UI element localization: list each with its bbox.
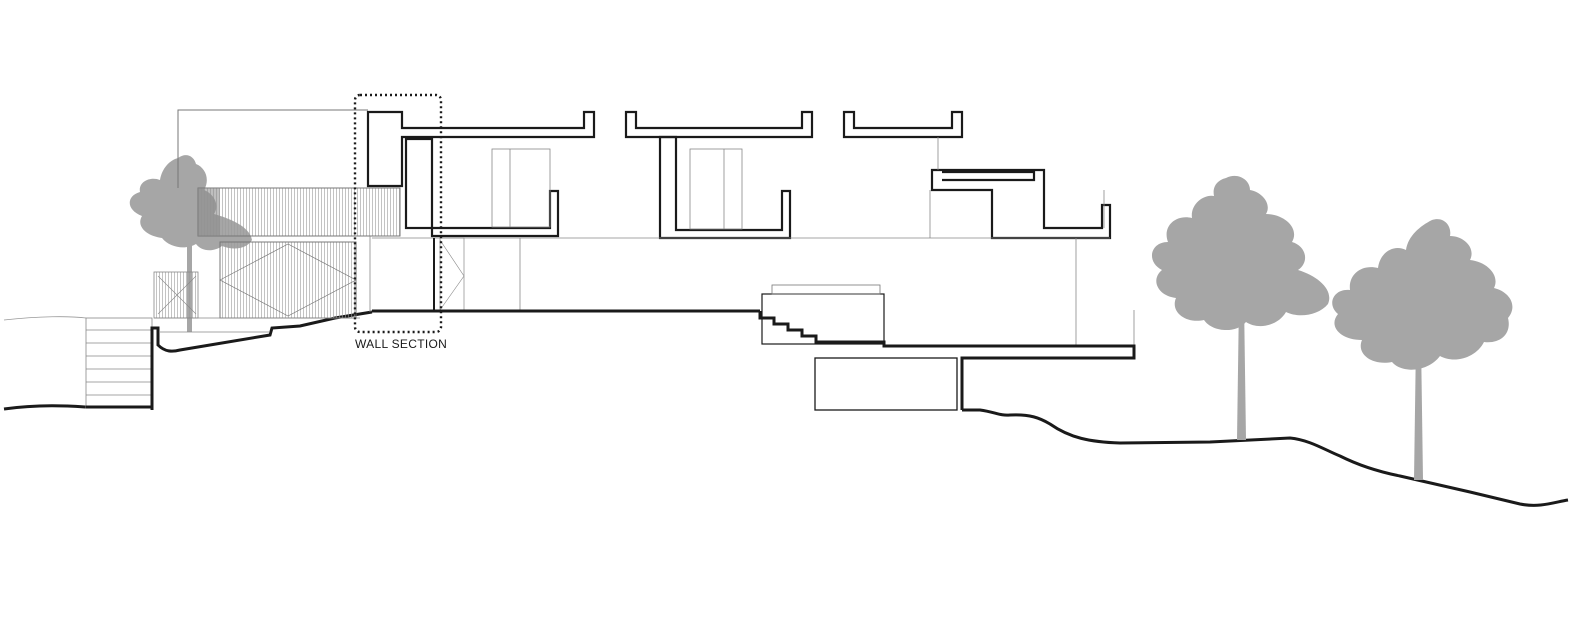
roof-slab-section [366, 110, 964, 188]
lower-louvered-gate [219, 241, 357, 319]
gate-swing-marks [219, 243, 357, 317]
upper-louvered-screen [197, 187, 401, 237]
ground-hill-outline-left [3, 316, 87, 321]
fence-swing-marks [157, 275, 197, 315]
rear-volume-outline [177, 109, 368, 188]
upper-floor-section [430, 135, 1112, 240]
wall-column [404, 137, 434, 230]
terrace-steps [758, 311, 1136, 410]
tree-right-2 [1332, 219, 1513, 480]
elevation-lines [369, 137, 1135, 346]
wall-section-callout-box [353, 93, 443, 334]
exterior-stair [85, 317, 153, 409]
window-frames [491, 148, 1105, 230]
ground-floor-glazing [439, 237, 465, 311]
door-swing-marks [439, 239, 465, 311]
ground-line-right [962, 408, 1569, 507]
wall-section-label: WALL SECTION [355, 337, 448, 351]
lower-volume [814, 357, 958, 411]
planter-box [761, 293, 885, 345]
retaining-wall-left [150, 310, 373, 410]
tree-right-1 [1151, 175, 1330, 440]
ground-line-left [3, 404, 87, 411]
stair-base-line [86, 405, 154, 410]
planter-top [771, 284, 881, 295]
upper-screen-shadow [198, 188, 220, 236]
